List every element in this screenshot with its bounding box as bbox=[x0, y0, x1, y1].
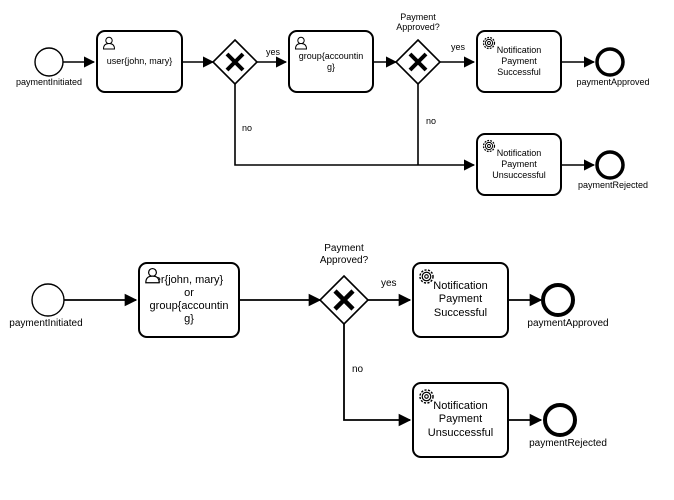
gateway1-no-label: no bbox=[242, 123, 253, 133]
task-label: Notification Payment Unsuccessful bbox=[427, 400, 494, 439]
gateway-no-label: no bbox=[352, 364, 364, 375]
start-event-label: paymentInitiated bbox=[15, 77, 83, 87]
end-event-rejected[interactable] bbox=[595, 150, 625, 180]
gateway-question-label: Payment Approved? bbox=[319, 243, 369, 266]
start-event-label: paymentInitiated bbox=[9, 318, 83, 329]
gear-icon bbox=[419, 389, 434, 404]
gateway-question-label: Payment Approved? bbox=[396, 12, 440, 33]
start-event[interactable] bbox=[34, 47, 64, 77]
task-label: group{accountin g} bbox=[298, 50, 364, 72]
start-event[interactable] bbox=[31, 283, 65, 317]
end-event-approved[interactable] bbox=[541, 283, 575, 317]
end-approved-label: paymentApproved bbox=[527, 318, 609, 329]
gear-icon bbox=[419, 269, 434, 284]
gateway1-yes-label: yes bbox=[266, 47, 281, 57]
end-approved-label: paymentApproved bbox=[576, 77, 650, 87]
task-label: user{john, mary} bbox=[106, 56, 173, 67]
exclusive-gateway[interactable] bbox=[318, 274, 370, 326]
gateway-yes-label: yes bbox=[381, 278, 397, 289]
flow-gateway1-no bbox=[234, 84, 476, 171]
end-rejected-label: paymentRejected bbox=[529, 438, 607, 449]
task-label: er{john, mary} or group{accountin g} bbox=[149, 273, 229, 326]
x-gateway-icon bbox=[225, 52, 245, 72]
user-icon bbox=[102, 36, 116, 50]
task-label: Notification Payment Successful bbox=[433, 280, 488, 319]
gateway2-yes-label: yes bbox=[451, 42, 466, 52]
user-icon bbox=[145, 267, 160, 284]
gear-icon bbox=[482, 139, 496, 153]
end-rejected-label: paymentRejected bbox=[577, 180, 649, 190]
user-task-combined[interactable]: er{john, mary} or group{accountin g} bbox=[138, 262, 240, 338]
exclusive-gateway-1[interactable] bbox=[211, 38, 259, 86]
x-gateway-icon bbox=[333, 289, 355, 311]
gear-icon bbox=[482, 36, 496, 50]
end-event-rejected[interactable] bbox=[543, 403, 577, 437]
x-gateway-icon bbox=[408, 52, 428, 72]
end-event-approved[interactable] bbox=[595, 47, 625, 77]
diagram-2 bbox=[31, 274, 577, 437]
user-task-john-mary[interactable]: user{john, mary} bbox=[96, 30, 183, 93]
service-task-notification-success[interactable]: Notification Payment Successful bbox=[412, 262, 509, 338]
service-task-notification-fail[interactable]: Notification Payment Unsuccessful bbox=[412, 382, 509, 458]
service-task-notification-fail[interactable]: Notification Payment Unsuccessful bbox=[476, 133, 562, 196]
flow-gateway-no-to-fail bbox=[343, 324, 412, 427]
task-label: Notification Payment Unsuccessful bbox=[492, 148, 546, 180]
gateway2-no-label: no bbox=[426, 116, 437, 126]
user-icon bbox=[294, 36, 308, 50]
diagram-1 bbox=[34, 38, 625, 180]
user-task-group-accounting[interactable]: group{accountin g} bbox=[288, 30, 374, 93]
service-task-notification-success[interactable]: Notification Payment Successful bbox=[476, 30, 562, 93]
task-label: Notification Payment Successful bbox=[496, 45, 542, 77]
exclusive-gateway-2[interactable] bbox=[394, 38, 442, 86]
